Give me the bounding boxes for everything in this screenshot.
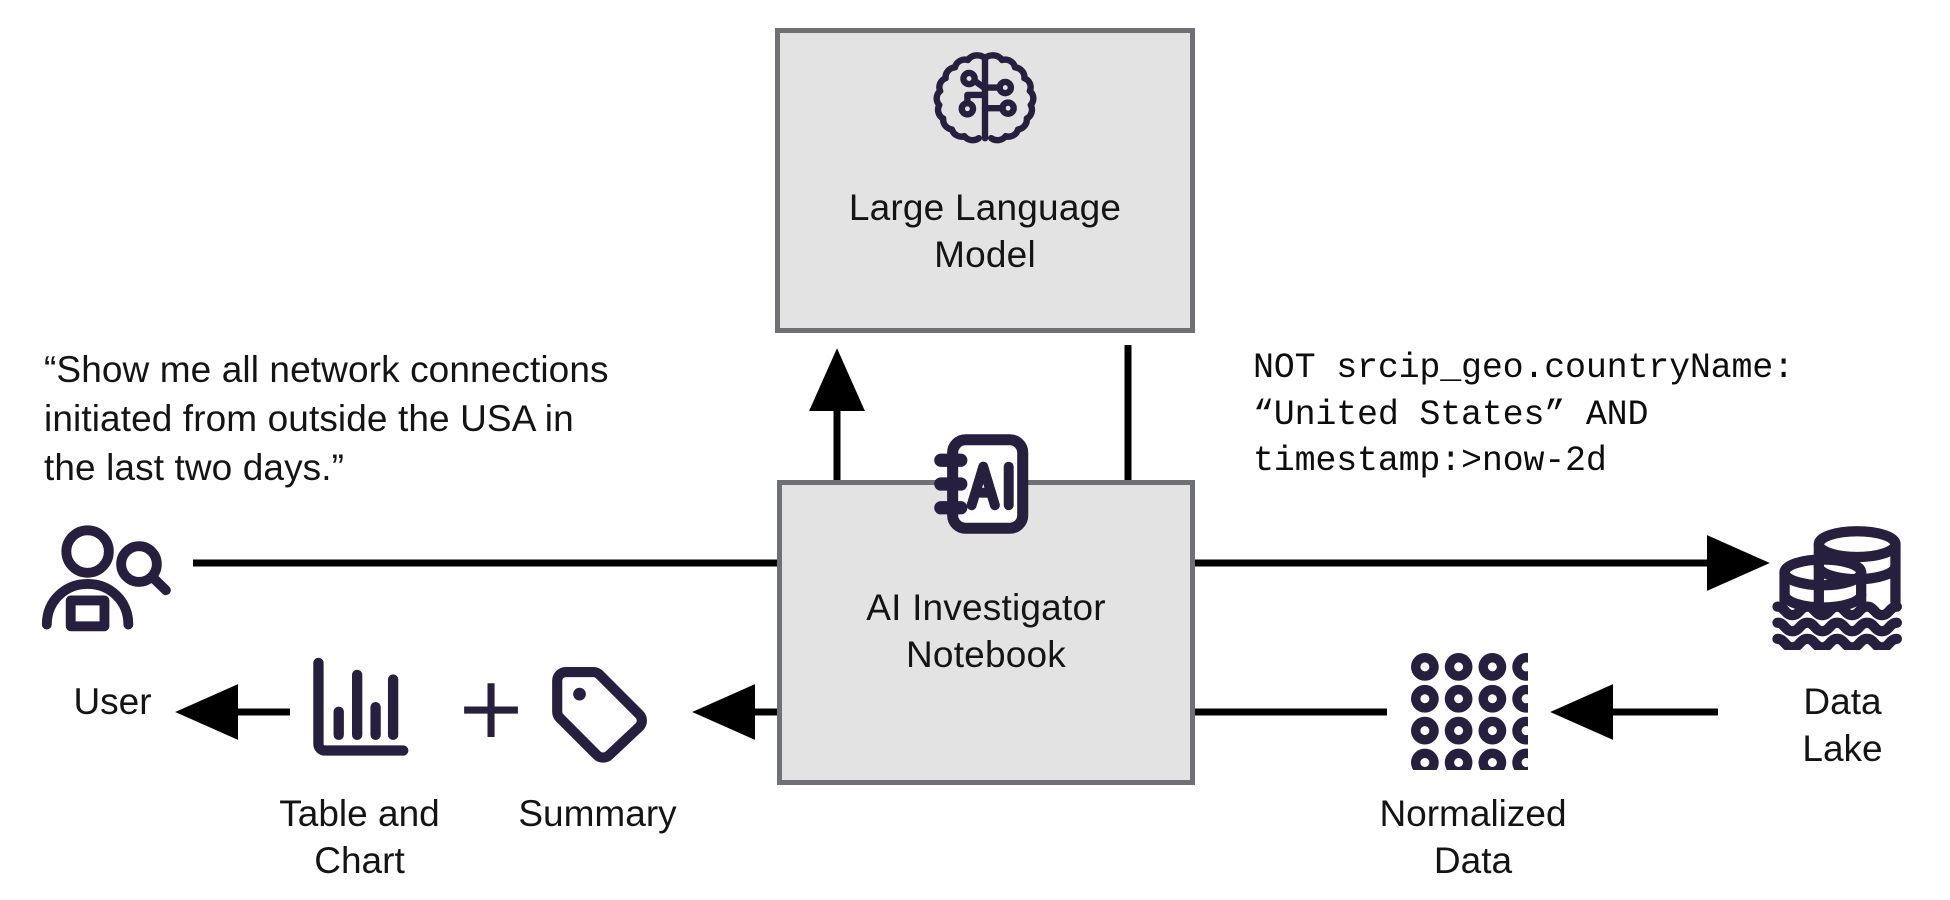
tag-icon [540, 655, 656, 771]
generated-query-text: NOT srcip_geo.countryName: “United State… [1253, 348, 1794, 482]
bar-chart-icon [300, 650, 418, 768]
normalized-data-label: Normalized Data [1379, 793, 1567, 882]
dot-grid-icon [1408, 650, 1540, 777]
user-label: User [73, 681, 152, 722]
table-chart-label: Table and Chart [279, 793, 440, 882]
user-search-icon [40, 525, 175, 635]
brain-icon [925, 42, 1045, 162]
data-lake-icon [1770, 525, 1910, 653]
notebook-box-label: AI Investigator Notebook [866, 587, 1106, 676]
user-prompt-text: “Show me all network connections initiat… [44, 349, 609, 489]
combiner-plus-icon: + [455, 658, 528, 758]
ai-notebook-icon [925, 425, 1043, 543]
data-lake-label: Data Lake [1802, 681, 1883, 770]
llm-box-label: Large Language Model [848, 187, 1122, 276]
summary-label: Summary [518, 793, 677, 834]
